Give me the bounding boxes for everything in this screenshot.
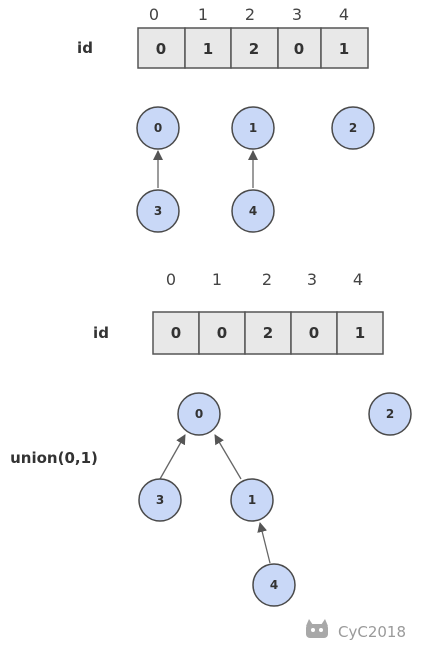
bottom-array-value: 0 xyxy=(217,324,227,342)
bottom-array-value: 0 xyxy=(309,324,319,342)
top-index: 1 xyxy=(198,5,208,24)
node-label: 4 xyxy=(270,578,278,592)
top-index: 0 xyxy=(149,5,159,24)
top-array-value: 1 xyxy=(339,40,349,58)
bottom-tree-nodes: 0 2 3 1 4 xyxy=(138,392,412,607)
union-operation-label: union(0,1) xyxy=(10,449,98,467)
watermark: CyC2018 xyxy=(306,619,406,641)
edge-1-to-0 xyxy=(214,434,242,480)
node-circle xyxy=(136,106,180,150)
node-label: 0 xyxy=(195,407,203,421)
node-label: 0 xyxy=(154,121,162,135)
bottom-array-cell xyxy=(290,311,338,355)
top-tree-nodes: 0 1 2 3 4 xyxy=(136,106,375,233)
top-id-label: id xyxy=(77,39,93,57)
bottom-indices: 0 1 2 3 4 xyxy=(166,270,363,289)
bottom-array-cell xyxy=(198,311,246,355)
top-array-value: 2 xyxy=(249,40,259,58)
bottom-array-cell xyxy=(336,311,384,355)
node-circle xyxy=(331,106,375,150)
node-label: 1 xyxy=(249,121,257,135)
node-circle xyxy=(252,563,296,607)
top-array-cell xyxy=(184,27,232,69)
top-array-cell xyxy=(320,27,369,69)
bottom-id-label: id xyxy=(93,324,109,342)
top-index: 3 xyxy=(292,5,302,24)
node-label: 4 xyxy=(249,204,257,218)
top-indices: 0 1 2 3 4 xyxy=(149,5,349,24)
top-array-value: 0 xyxy=(294,40,304,58)
node-circle xyxy=(177,392,221,436)
top-index: 2 xyxy=(245,5,255,24)
top-array-value: 1 xyxy=(203,40,213,58)
node-label: 2 xyxy=(386,407,394,421)
node-label: 2 xyxy=(349,121,357,135)
node-label: 3 xyxy=(156,493,164,507)
top-tree-edges xyxy=(153,150,258,188)
bottom-array-value: 0 xyxy=(171,324,181,342)
edge-3-to-0 xyxy=(159,434,186,480)
bottom-index: 3 xyxy=(307,270,317,289)
bottom-index: 2 xyxy=(262,270,272,289)
node-label: 3 xyxy=(154,204,162,218)
watermark-text: CyC2018 xyxy=(338,623,406,641)
bottom-index: 0 xyxy=(166,270,176,289)
github-octocat-icon xyxy=(306,619,328,638)
node-circle xyxy=(231,106,275,150)
edge-4-to-1 xyxy=(257,522,271,564)
top-id-array: 0 1 2 0 1 xyxy=(137,27,369,69)
bottom-array-cell xyxy=(244,311,292,355)
node-circle xyxy=(231,189,275,233)
node-circle xyxy=(136,189,180,233)
top-index: 4 xyxy=(339,5,349,24)
bottom-index: 4 xyxy=(353,270,363,289)
bottom-index: 1 xyxy=(212,270,222,289)
top-array-cell xyxy=(230,27,279,69)
bottom-array-value: 2 xyxy=(263,324,273,342)
bottom-tree-edges xyxy=(159,434,271,564)
bottom-array-value: 1 xyxy=(355,324,365,342)
node-circle xyxy=(230,478,274,522)
node-circle xyxy=(368,392,412,436)
node-label: 1 xyxy=(248,493,256,507)
node-circle xyxy=(138,478,182,522)
bottom-id-array: 0 0 2 0 1 xyxy=(152,311,384,355)
top-array-cell xyxy=(137,27,186,69)
top-array-value: 0 xyxy=(156,40,166,58)
